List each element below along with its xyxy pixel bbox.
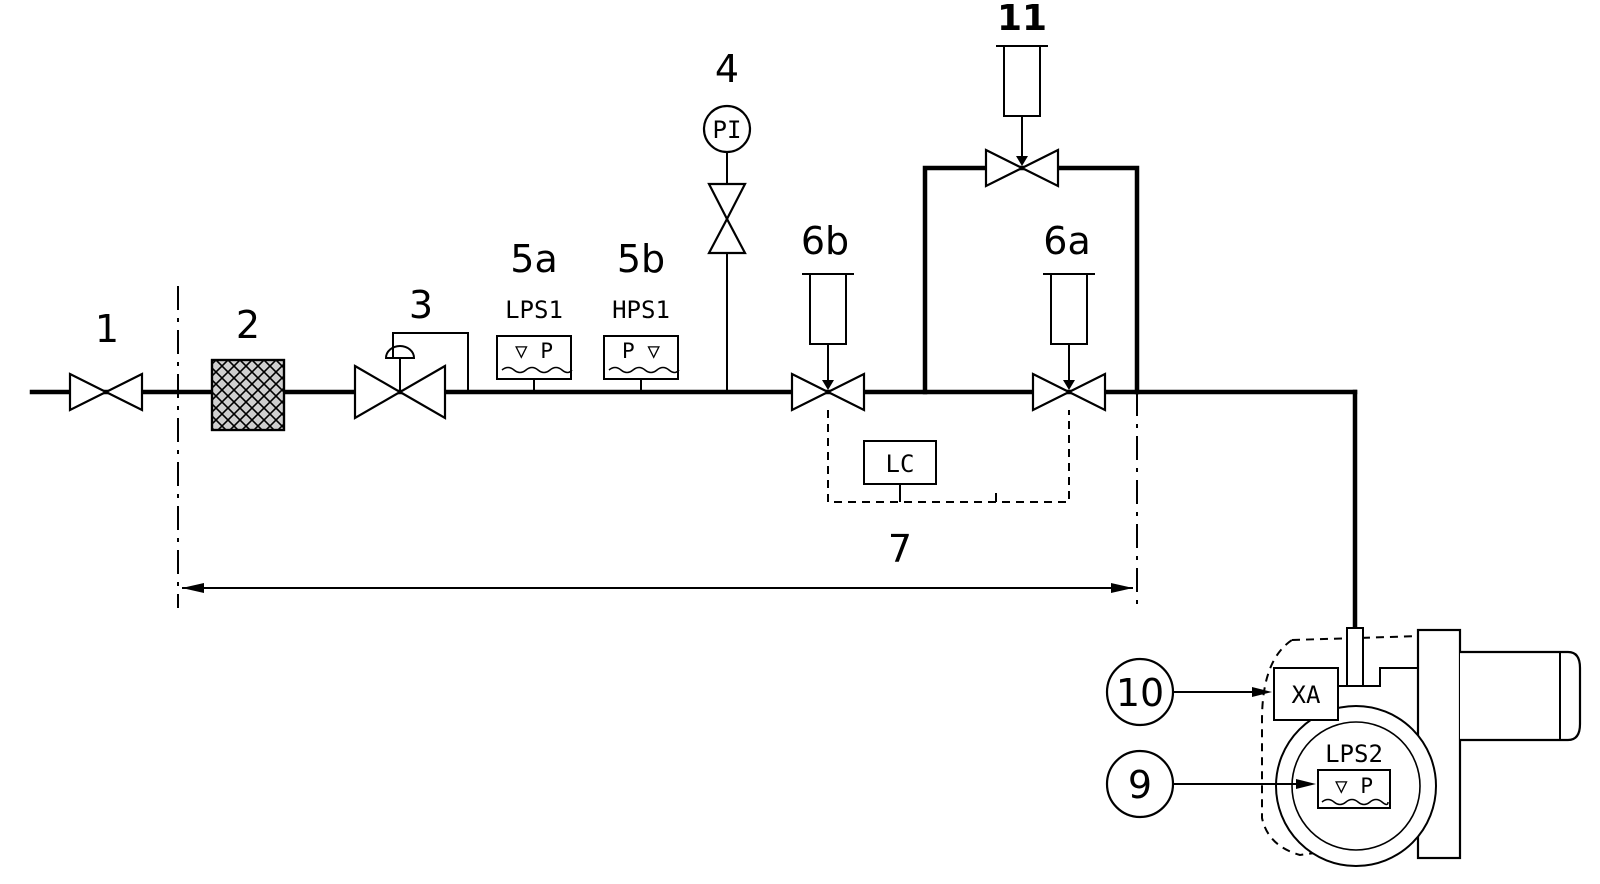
lps2-tag: LPS2 (1325, 740, 1383, 768)
manual-valve-1 (68, 372, 144, 412)
pressure-gauge-4: PI (702, 104, 752, 392)
safety-valve-6a (1031, 273, 1107, 412)
xa-tag: XA (1292, 681, 1321, 709)
label-2: 2 (236, 303, 260, 347)
lc-tag: LC (886, 450, 915, 478)
low-pressure-switch-5a: ▽ P (496, 335, 573, 392)
gas-filter-2 (210, 358, 286, 432)
lps2-symbol: ▽ P (1335, 774, 1373, 798)
burner: ▽ P LPS2 XA (1261, 627, 1582, 867)
callout-9 (1105, 749, 1316, 819)
dimension-line-7 (182, 583, 1133, 593)
label-1: 1 (95, 307, 119, 351)
high-pressure-switch-5b: P ▽ (603, 335, 680, 392)
label-5b: 5b (617, 237, 665, 281)
label-11: 11 (997, 0, 1047, 39)
label-5a: 5a (510, 237, 557, 281)
label-6a: 6a (1043, 219, 1090, 263)
hps1-symbol: P ▽ (622, 339, 660, 363)
lps1-tag: LPS1 (505, 296, 563, 324)
label-7: 7 (888, 527, 912, 571)
bypass-valve-11 (984, 45, 1060, 188)
pressure-regulator-3 (353, 332, 469, 420)
label-10: 10 (1116, 671, 1164, 715)
leak-control-lc: LC (827, 410, 1070, 503)
label-4: 4 (715, 47, 739, 91)
label-6b: 6b (801, 219, 849, 263)
safety-valve-6b (790, 273, 866, 412)
bypass-pipe (922, 165, 1140, 395)
lps1-symbol: ▽ P (515, 339, 553, 363)
callout-10 (1105, 657, 1272, 727)
pi-tag: PI (713, 116, 742, 144)
hps1-tag: HPS1 (612, 296, 670, 324)
label-3: 3 (409, 283, 433, 327)
label-9: 9 (1128, 763, 1152, 807)
gauge-circle (702, 104, 752, 154)
